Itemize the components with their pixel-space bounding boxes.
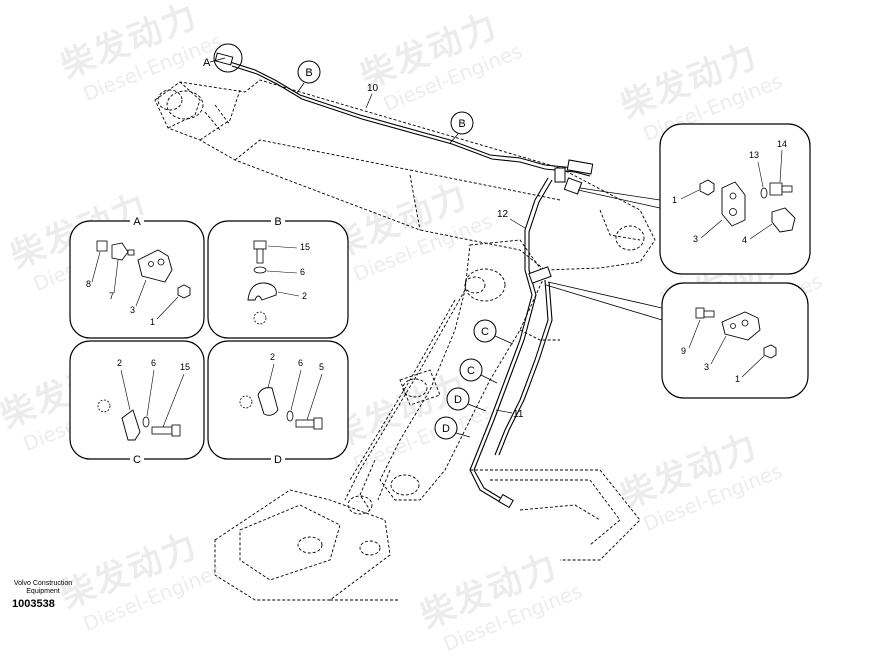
detail-a: A 8 7 3 1 (69, 215, 205, 339)
leader-line-upper (579, 187, 661, 201)
nut-icon (177, 284, 191, 299)
callout-a-label: A (203, 57, 211, 69)
svg-text:D: D (442, 423, 450, 435)
svg-text:13: 13 (749, 150, 759, 160)
svg-text:B: B (305, 67, 312, 79)
detail-b: B 15 6 2 (207, 215, 349, 339)
svg-text:6: 6 (298, 358, 303, 368)
bracket-icon (721, 181, 746, 227)
svg-text:3: 3 (130, 305, 135, 315)
detail-c: C 2 6 15 (69, 340, 205, 466)
washer-icon (253, 266, 267, 274)
detail-bubble-lower-right: 9 3 1 (661, 282, 809, 399)
svg-text:1: 1 (735, 374, 740, 384)
detail-bubble-upper-right: 1 3 13 14 4 (659, 123, 811, 275)
label-part-12: 12 (497, 209, 509, 220)
svg-text:B: B (458, 118, 465, 130)
callout-a-indicator: A (203, 43, 243, 73)
leader-line-lower (547, 281, 663, 309)
callout-d-1: D (446, 387, 487, 412)
boom-outline (154, 79, 656, 271)
bolt-icon (151, 426, 173, 435)
detail-d-title: D (274, 454, 282, 466)
fitting-icon (96, 240, 108, 252)
svg-text:3: 3 (704, 362, 709, 372)
lower-structure-outline (214, 469, 641, 601)
svg-text:6: 6 (151, 358, 156, 368)
detail-b-title: B (274, 216, 281, 228)
footer-caption: Volvo Construction Equipment 1003538 (12, 580, 74, 610)
svg-text:1: 1 (150, 317, 155, 327)
footer-company-line2: Equipment (26, 588, 60, 595)
nut-icon (763, 344, 777, 359)
svg-text:7: 7 (109, 291, 114, 301)
bolt-icon (295, 419, 315, 428)
washer-icon (760, 187, 768, 199)
clamp-icon (121, 409, 141, 441)
svg-text:2: 2 (302, 291, 307, 301)
nut-icon (111, 242, 129, 261)
svg-text:C: C (481, 326, 489, 338)
label-part-10: 10 (367, 83, 379, 94)
hose-lines (229, 61, 591, 506)
nut-icon (699, 179, 715, 196)
hose-fittings (214, 52, 594, 509)
bolt-icon (253, 240, 267, 250)
diagram-svg: A B B C C D (69, 43, 811, 601)
detail-d: D 2 6 5 (207, 340, 349, 466)
fitting-icon (695, 307, 705, 319)
svg-text:8: 8 (86, 279, 91, 289)
svg-text:2: 2 (117, 358, 122, 368)
washer-icon (142, 416, 150, 428)
svg-text:15: 15 (300, 242, 310, 252)
clamp-icon (247, 282, 277, 301)
callout-c-1: C (473, 319, 514, 345)
washer-icon (286, 410, 294, 422)
detail-a-title: A (133, 216, 141, 228)
callout-b-1: B (296, 60, 321, 94)
svg-text:9: 9 (681, 346, 686, 356)
bracket-icon (721, 311, 761, 341)
svg-text:6: 6 (300, 267, 305, 277)
svg-text:D: D (454, 394, 462, 406)
arm-outline (344, 239, 560, 515)
svg-text:3: 3 (693, 234, 698, 244)
svg-text:15: 15 (180, 362, 190, 372)
callout-b-2: B (449, 111, 474, 144)
bolt-icon (769, 182, 783, 196)
footer-company-line1: Volvo Construction (13, 580, 73, 587)
detail-c-title: C (133, 454, 141, 466)
clamp-icon (257, 387, 279, 416)
svg-text:5: 5 (319, 362, 324, 372)
footer-doc-number: 1003538 (12, 598, 55, 610)
callout-c-2: C (459, 358, 498, 384)
svg-text:2: 2 (270, 352, 275, 362)
callout-d-2: D (434, 416, 471, 440)
svg-text:1: 1 (672, 195, 677, 205)
svg-text:4: 4 (742, 235, 747, 245)
label-part-11: 11 (513, 409, 524, 420)
bracket-icon (137, 249, 173, 283)
svg-text:C: C (467, 365, 475, 377)
svg-text:14: 14 (777, 139, 787, 149)
elbow-fitting-icon (771, 207, 796, 233)
